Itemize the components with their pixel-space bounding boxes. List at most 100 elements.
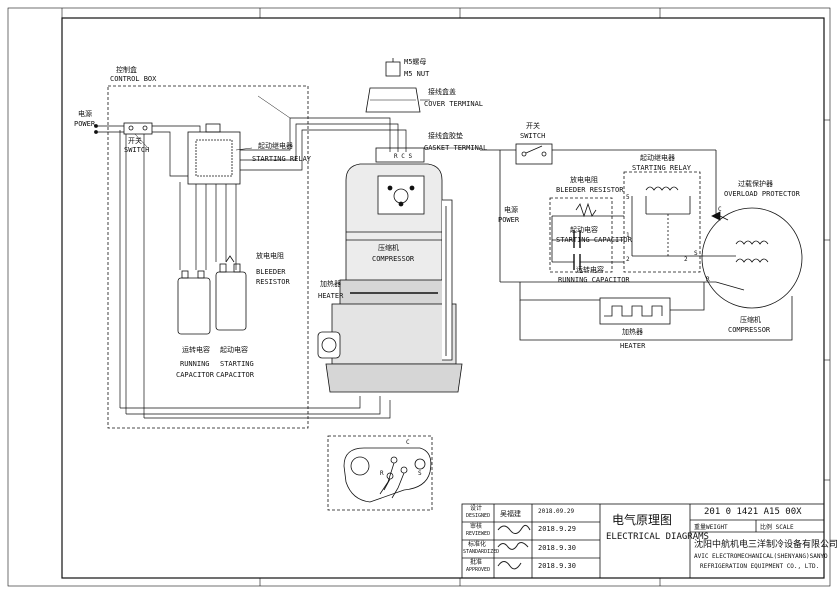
tb-standardized-en: STANDARDIZED [463, 549, 500, 555]
terminal-detail-s: S [418, 470, 422, 477]
schematic-relay-label-en: STARTING RELAY [632, 164, 692, 172]
terminal-detail-c: C [406, 439, 410, 446]
schematic-switch [515, 143, 553, 165]
schematic-overload-label-cn: 过载保护器 [738, 180, 773, 188]
schematic-pin-r: R [706, 276, 710, 283]
schematic-switch-label-cn: 开关 [526, 122, 540, 130]
tb-date-reviewed: 2018.9.29 [538, 525, 576, 533]
starting-relay-label-en: STARTING RELAY [252, 155, 312, 163]
switch-label-en: SWITCH [124, 146, 150, 154]
cover-terminal-label-en: COVER TERMINAL [424, 100, 484, 108]
schematic-starting-relay [623, 171, 701, 273]
gasket-terminal-label-en: GASKET TERMINAL [424, 144, 488, 152]
compressor-label-cn: 压缩机 [378, 244, 399, 252]
schematic-heater-label-cn: 加热器 [622, 328, 643, 336]
schematic-starting-cap-label-en: STARTING CAPACITOR [556, 236, 632, 244]
tb-designed-en: DESIGNED [466, 513, 491, 519]
tb-approved-cn: 批准 [470, 559, 483, 566]
tb-standardized-cn: 标准化 [468, 541, 487, 548]
control-wires [119, 117, 407, 419]
tb-date-standardized: 2018.9.30 [538, 544, 576, 552]
schematic-bleeder-label-cn: 放电电阻 [570, 176, 598, 184]
tb-date-designed: 2018.09.29 [538, 508, 575, 515]
gasket-terminal-label-cn: 接线盒胶垫 [428, 132, 463, 140]
schematic-compressor [701, 207, 803, 309]
running-cap-label-en-1: RUNNING [180, 360, 210, 368]
bleeder-label-en-1: BLEEDER [256, 268, 286, 276]
tb-date-approved: 2018.9.30 [538, 562, 576, 570]
tb-company-en-2: REFRIGERATION EQUIPMENT CO., LTD. [700, 563, 820, 570]
schematic-running-cap-label-cn: 运转电容 [576, 266, 604, 274]
cover-terminal-label-cn: 接线盒盖 [428, 88, 456, 96]
schematic-overload-protector [711, 211, 721, 221]
tb-reviewed-cn: 审核 [470, 523, 483, 530]
m5-nut-label-en: M5 NUT [404, 70, 430, 78]
m5-nut-label-cn: M5螺母 [404, 58, 427, 66]
schematic-heater-label-en: HEATER [620, 342, 646, 350]
tb-designer-name: 吴福建 [500, 510, 521, 518]
terminal-plate [343, 447, 432, 503]
schematic-bleeder-resistor [575, 202, 597, 218]
starting-cap-label-en-1: STARTING [220, 360, 254, 368]
schematic-overload-label-en: OVERLOAD PROTECTOR [724, 190, 800, 198]
schematic-pin-c: C [718, 206, 722, 213]
tb-title-cn: 电气原理图 [612, 513, 673, 527]
inner-border [61, 17, 825, 579]
starting-capacitor [215, 271, 247, 331]
tb-scale-label: 比例 SCALE [760, 524, 794, 531]
terminal-detail-r: R [380, 470, 384, 477]
schematic-pin-s: S [694, 250, 698, 257]
running-cap-label-en-2: CAPACITOR [176, 371, 214, 379]
running-cap-label-cn: 运转电容 [182, 346, 210, 354]
switch-body [123, 122, 153, 135]
schematic-pin-5: 5 [626, 194, 630, 201]
zone-ticks [61, 8, 830, 586]
schematic-pin-1: 1 [626, 232, 630, 239]
compressor-terminal-rcs: R C S [394, 153, 413, 160]
tb-title-en: ELECTRICAL DIAGRAMS [606, 532, 709, 542]
control-box-label-cn: 控制盒 [116, 66, 137, 74]
schematic [480, 143, 803, 341]
schematic-power-label-cn: 电源 [504, 206, 518, 214]
starting-cap-label-en-2: CAPACITOR [216, 371, 254, 379]
bleeder-label-en-2: RESISTOR [256, 278, 290, 286]
switch-label-cn: 开关 [128, 137, 142, 145]
starting-cap-label-cn: 起动电容 [220, 346, 248, 354]
bleeder-label-cn: 放电电阻 [256, 252, 284, 260]
running-capacitor [177, 277, 211, 335]
schematic-bleeder-label-en: BLEEDER RESISTOR [556, 186, 624, 194]
gasket-terminal [375, 147, 425, 163]
tb-weight-label: 重量WEIGHT [694, 524, 728, 531]
control-box-label-en: CONTROL BOX [110, 75, 157, 83]
schematic-heater [599, 297, 671, 325]
schematic-compressor-label-cn: 压缩机 [740, 316, 761, 324]
schematic-switch-label-en: SWITCH [520, 132, 546, 140]
terminal-detail-box [327, 435, 433, 511]
schematic-pin-2b: 2 [684, 256, 688, 263]
schematic-starting-cap-label-cn: 起动电容 [570, 226, 598, 234]
schematic-running-cap-label-en: RUNNING CAPACITOR [558, 276, 630, 284]
tb-drawing-number: 201 0 1421 A15 00X [704, 507, 802, 517]
schematic-compressor-label-en: COMPRESSOR [728, 326, 771, 334]
heater-label-en: HEATER [318, 292, 344, 300]
compressor-drawing [317, 163, 463, 393]
tb-designed-cn: 设计 [470, 505, 483, 512]
signatures [497, 524, 531, 570]
tb-company-cn: 沈阳中航机电三洋制冷设备有限公司 [694, 540, 838, 550]
tb-company-en-1: AVIC ELECTROMECHANICAL(SHENYANG)SANYO [694, 553, 828, 560]
control-box-outline [107, 85, 309, 429]
schematic-pin-2a: 2 [626, 256, 630, 263]
schematic-power-label-en: POWER [498, 216, 520, 224]
cover-terminal [365, 87, 421, 113]
power-label-en: POWER [74, 120, 96, 128]
power-label-cn: 电源 [78, 110, 92, 118]
compressor-label-en: COMPRESSOR [372, 255, 415, 263]
starting-relay-label-cn: 起动继电器 [258, 142, 293, 150]
title-block [461, 503, 825, 579]
heater-label-cn: 加热器 [320, 280, 341, 288]
m5-nut [385, 61, 401, 77]
tb-approved-en: APPROVED [466, 567, 491, 573]
tb-reviewed-en: REVIEWED [466, 531, 491, 537]
outer-border [7, 7, 831, 587]
